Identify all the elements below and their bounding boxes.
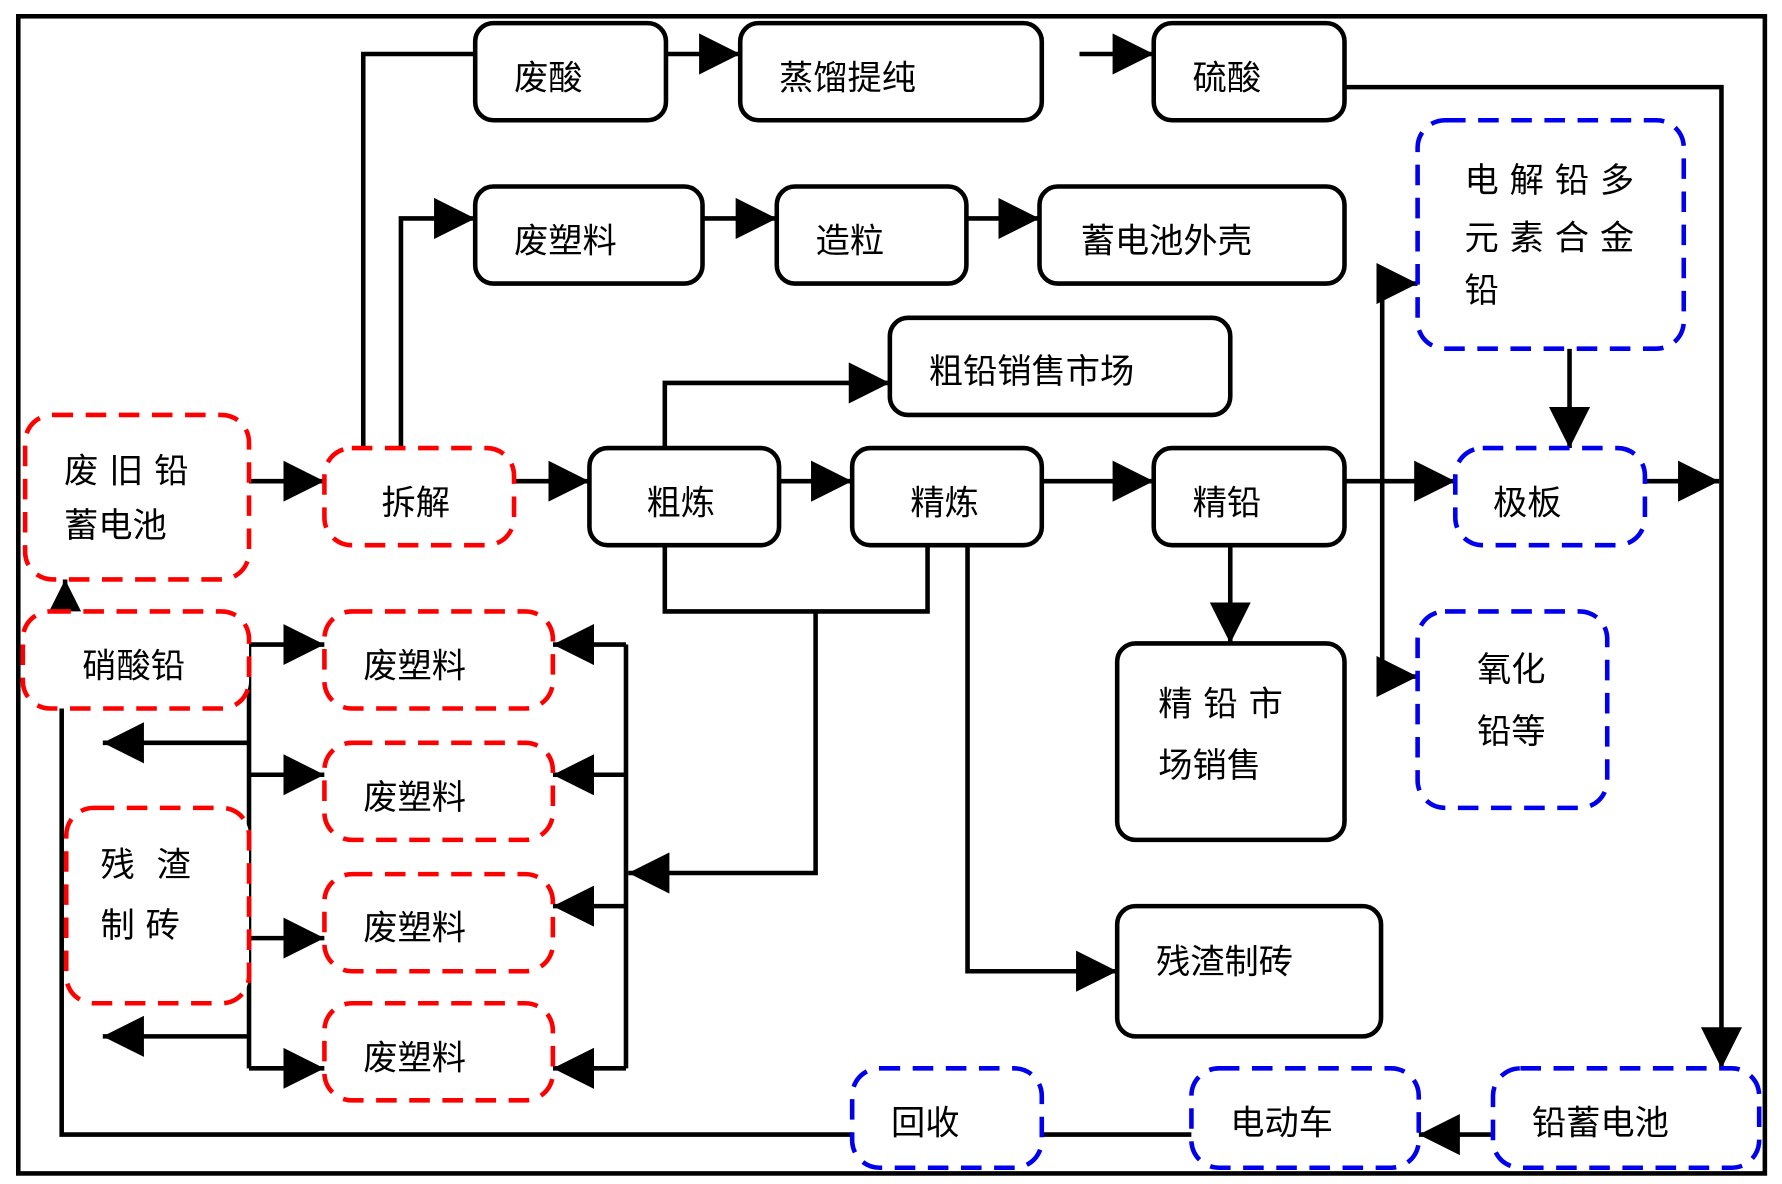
node-label: 精铅: [1193, 483, 1262, 523]
node-waste-acid: 废酸: [472, 20, 669, 123]
edge-refining-to-slag: [965, 545, 1118, 992]
edge-dismantle-to-waste-plastic: [398, 197, 476, 449]
node-label: 硫酸: [1193, 58, 1262, 98]
node-box: [1151, 445, 1347, 548]
node-label: 造粒: [816, 222, 885, 262]
node-label: 废塑料: [363, 647, 466, 687]
node-label: 蓄电池外壳: [1081, 222, 1252, 262]
node-refining: 精炼: [849, 445, 1045, 548]
node-e-vehicle: 电动车: [1189, 1066, 1422, 1171]
node-waste-plastic-4: 废塑料: [322, 1000, 556, 1103]
node-label: 场销售: [1158, 746, 1261, 786]
node-label: 制 砖: [101, 906, 180, 946]
node-label: 精 铅 市: [1158, 684, 1283, 724]
node-label: 铅等: [1477, 712, 1546, 752]
node-label: 拆解: [382, 483, 451, 523]
node-box: [63, 805, 252, 1006]
node-box: [472, 184, 705, 286]
node-label: 废酸: [514, 58, 583, 98]
node-alloy-lead: 电 解 铅 多元 素 合 金铅: [1415, 117, 1687, 351]
node-label: 蒸馏提纯: [779, 58, 916, 98]
node-box: [1453, 445, 1648, 548]
node-label: 废塑料: [363, 908, 466, 948]
node-box: [1415, 117, 1687, 351]
node-box: [20, 609, 252, 711]
edge-sulfuric-to-lead-battery: [1344, 84, 1743, 1069]
edge-crude-to-market: [662, 362, 890, 449]
node-label: 废 旧 铅: [64, 451, 189, 491]
node-crude-lead-market: 粗铅销售市场: [887, 315, 1233, 418]
node-label: 粗铅销售市场: [929, 352, 1135, 392]
node-refined-lead: 精铅: [1151, 445, 1347, 548]
node-label: 残 渣: [101, 845, 191, 885]
node-granulation: 造粒: [774, 184, 969, 286]
node-box: [774, 184, 969, 286]
node-box: [849, 445, 1045, 548]
node-box: [1151, 20, 1347, 123]
node-box: [472, 20, 669, 123]
node-box: [1189, 1066, 1422, 1171]
node-label: 电 解 铅 多: [1464, 161, 1634, 201]
node-slag-brick-mid: 残渣制砖: [1114, 903, 1384, 1039]
node-label: 硝酸铅: [82, 647, 185, 687]
node-lead-battery: 铅蓄电池: [1490, 1066, 1762, 1171]
node-label: 残渣制砖: [1156, 943, 1293, 983]
node-box: [1114, 641, 1347, 843]
node-box: [1114, 903, 1384, 1039]
edge-to-lead-oxide: [1376, 283, 1418, 698]
node-box: [322, 1000, 556, 1103]
node-label: 氧化: [1477, 650, 1546, 690]
node-label: 极板: [1493, 483, 1562, 523]
node-box: [1037, 184, 1347, 286]
node-label: 粗炼: [647, 483, 716, 523]
node-box: [322, 445, 517, 548]
node-waste-battery: 废 旧 铅蓄电池: [22, 412, 252, 582]
node-waste-plastic-3: 废塑料: [322, 871, 556, 974]
node-box: [322, 740, 556, 843]
node-box: [322, 871, 556, 974]
node-box: [1415, 609, 1610, 811]
edge-smelting-bottom-loop: [662, 545, 930, 614]
node-box: [737, 20, 1045, 123]
node-box: [22, 412, 252, 582]
node-box: [887, 315, 1233, 418]
node-label: 废塑料: [514, 222, 617, 262]
outer-frame: [15, 13, 1768, 1176]
node-slag-brick-left: 残 渣制 砖: [63, 805, 252, 1006]
node-label: 电动车: [1230, 1104, 1333, 1144]
node-dismantle: 拆解: [322, 445, 517, 548]
node-label: 铅: [1464, 271, 1498, 311]
connectors: [44, 33, 1743, 1156]
node-box: [322, 609, 556, 711]
node-box: [587, 445, 782, 548]
node-box: [1490, 1066, 1762, 1171]
node-lead-nitrate: 硝酸铅: [20, 609, 252, 711]
node-label: 蓄电池: [64, 506, 167, 546]
edge-dismantle-to-waste-acid: [360, 51, 476, 449]
node-plate: 极板: [1453, 445, 1648, 548]
node-label: 回收: [891, 1104, 960, 1144]
node-waste-plastic-1: 废塑料: [322, 609, 556, 711]
node-box: [849, 1066, 1045, 1171]
node-waste-plastic-top: 废塑料: [472, 184, 705, 286]
edge-recycling-to-nitrate: [59, 708, 853, 1137]
node-sulfuric-acid: 硫酸: [1151, 20, 1347, 123]
node-label: 精炼: [910, 483, 979, 523]
node-waste-plastic-2: 废塑料: [322, 740, 556, 843]
node-label: 废塑料: [363, 778, 466, 818]
node-battery-case: 蓄电池外壳: [1037, 184, 1347, 286]
node-label: 废塑料: [363, 1038, 466, 1078]
node-crude-smelting: 粗炼: [587, 445, 782, 548]
node-recycling: 回收: [849, 1066, 1045, 1171]
edge-loop-to-plastic-bus: [628, 611, 818, 894]
node-distill: 蒸馏提纯: [737, 20, 1045, 123]
node-label: 铅蓄电池: [1532, 1104, 1669, 1144]
node-label: 元 素 合 金: [1464, 218, 1634, 258]
